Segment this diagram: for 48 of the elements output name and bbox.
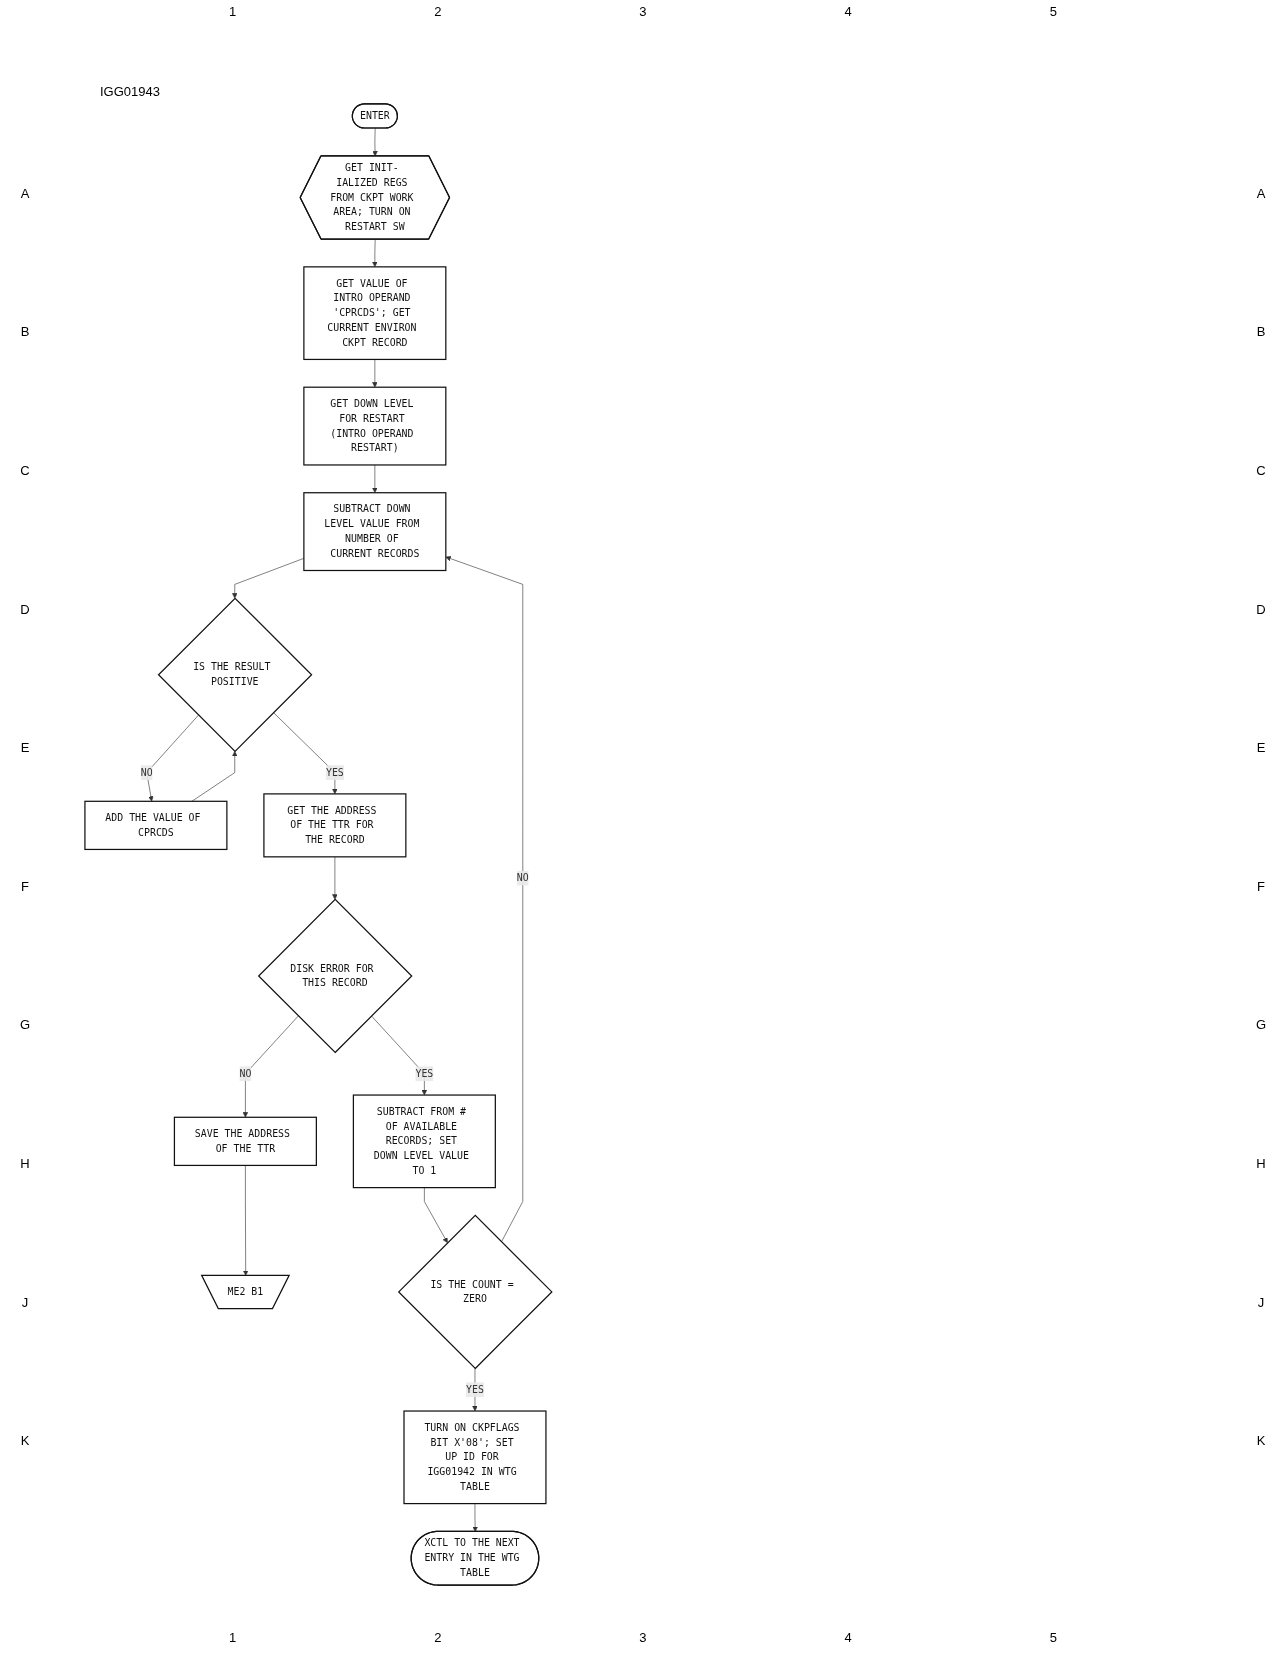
module-id: IGG01943 [100,84,160,99]
grid-row-letter: G [19,1017,31,1033]
grid-row-letter: C [20,463,30,478]
grid-column-number: 3 [639,4,647,21]
grid-row-letter: K [1256,1433,1266,1449]
node-box: GET DOWN LEVEL FOR RESTART (INTRO OPERAND RESTART) [303,386,447,466]
node-box: SUBTRACT DOWN LEVEL VALUE FROM NUMBER OF CURRENT RECORDS [303,492,447,572]
grid-row-letter: B [1256,324,1266,340]
grid-column-number: 4 [844,1630,852,1647]
grid-row-letter: A [1256,185,1266,201]
edge-label: NO [140,766,153,779]
grid-row-letter: K [20,1433,30,1449]
edge-label: NO [516,871,529,884]
grid-row-letter: C [1256,463,1266,478]
grid-row-letter: H [20,1155,30,1171]
grid-row-letter: J [1257,1294,1265,1310]
grid-row-letter: E [1256,740,1266,756]
grid-column-number: 5 [1049,1630,1057,1647]
node-diamond: DISK ERROR FOR THIS RECORD [257,898,413,1054]
grid-column-number: 3 [639,1630,647,1647]
node-box: GET THE ADDRESS OF THE TTR FOR THE RECORD [263,793,407,858]
node-diamond: IS THE RESULT POSITIVE [157,597,313,753]
grid-row-letter: B [20,324,30,340]
grid-column-number: 2 [434,4,442,21]
grid-column-number: 2 [434,1630,442,1647]
grid-row-letter: H [1256,1155,1266,1171]
node-box: GET VALUE OF INTRO OPERAND 'CPRCDS'; GET CURRENT ENVIRON CKPT RECORD [303,266,447,361]
grid-column-number: 1 [228,4,237,21]
grid-row-letter: D [1256,601,1266,617]
edge-label: YES [466,1383,484,1396]
grid-row-letter: G [1255,1017,1267,1033]
grid-row-letter: F [21,878,29,894]
grid-column-number: 4 [844,4,852,21]
grid-row-letter: J [21,1294,29,1310]
node-box: TURN ON CKPFLAGS BIT X'08'; SET UP ID FOR IGG01942 IN WTG TABLE [403,1410,547,1505]
node-diamond: IS THE COUNT = ZERO [397,1214,553,1370]
grid-row-letter: E [20,740,30,756]
node-box: SAVE THE ADDRESS OF THE TTR [173,1116,317,1167]
grid-row-letter: A [20,185,30,201]
grid-row-letter: F [1257,878,1265,894]
node-box: ADD THE VALUE OF CPRCDS [84,800,228,851]
grid-column-number: 1 [228,1630,237,1647]
grid-column-number: 5 [1049,4,1057,21]
edge-label: YES [415,1067,434,1080]
edge-label: NO [239,1067,252,1080]
node-box: SUBTRACT FROM # OF AVAILABLE RECORDS; SET DOWN LEVEL VALUE TO 1 [352,1094,496,1189]
grid-row-letter: D [20,601,30,617]
edge-label: YES [325,766,344,779]
